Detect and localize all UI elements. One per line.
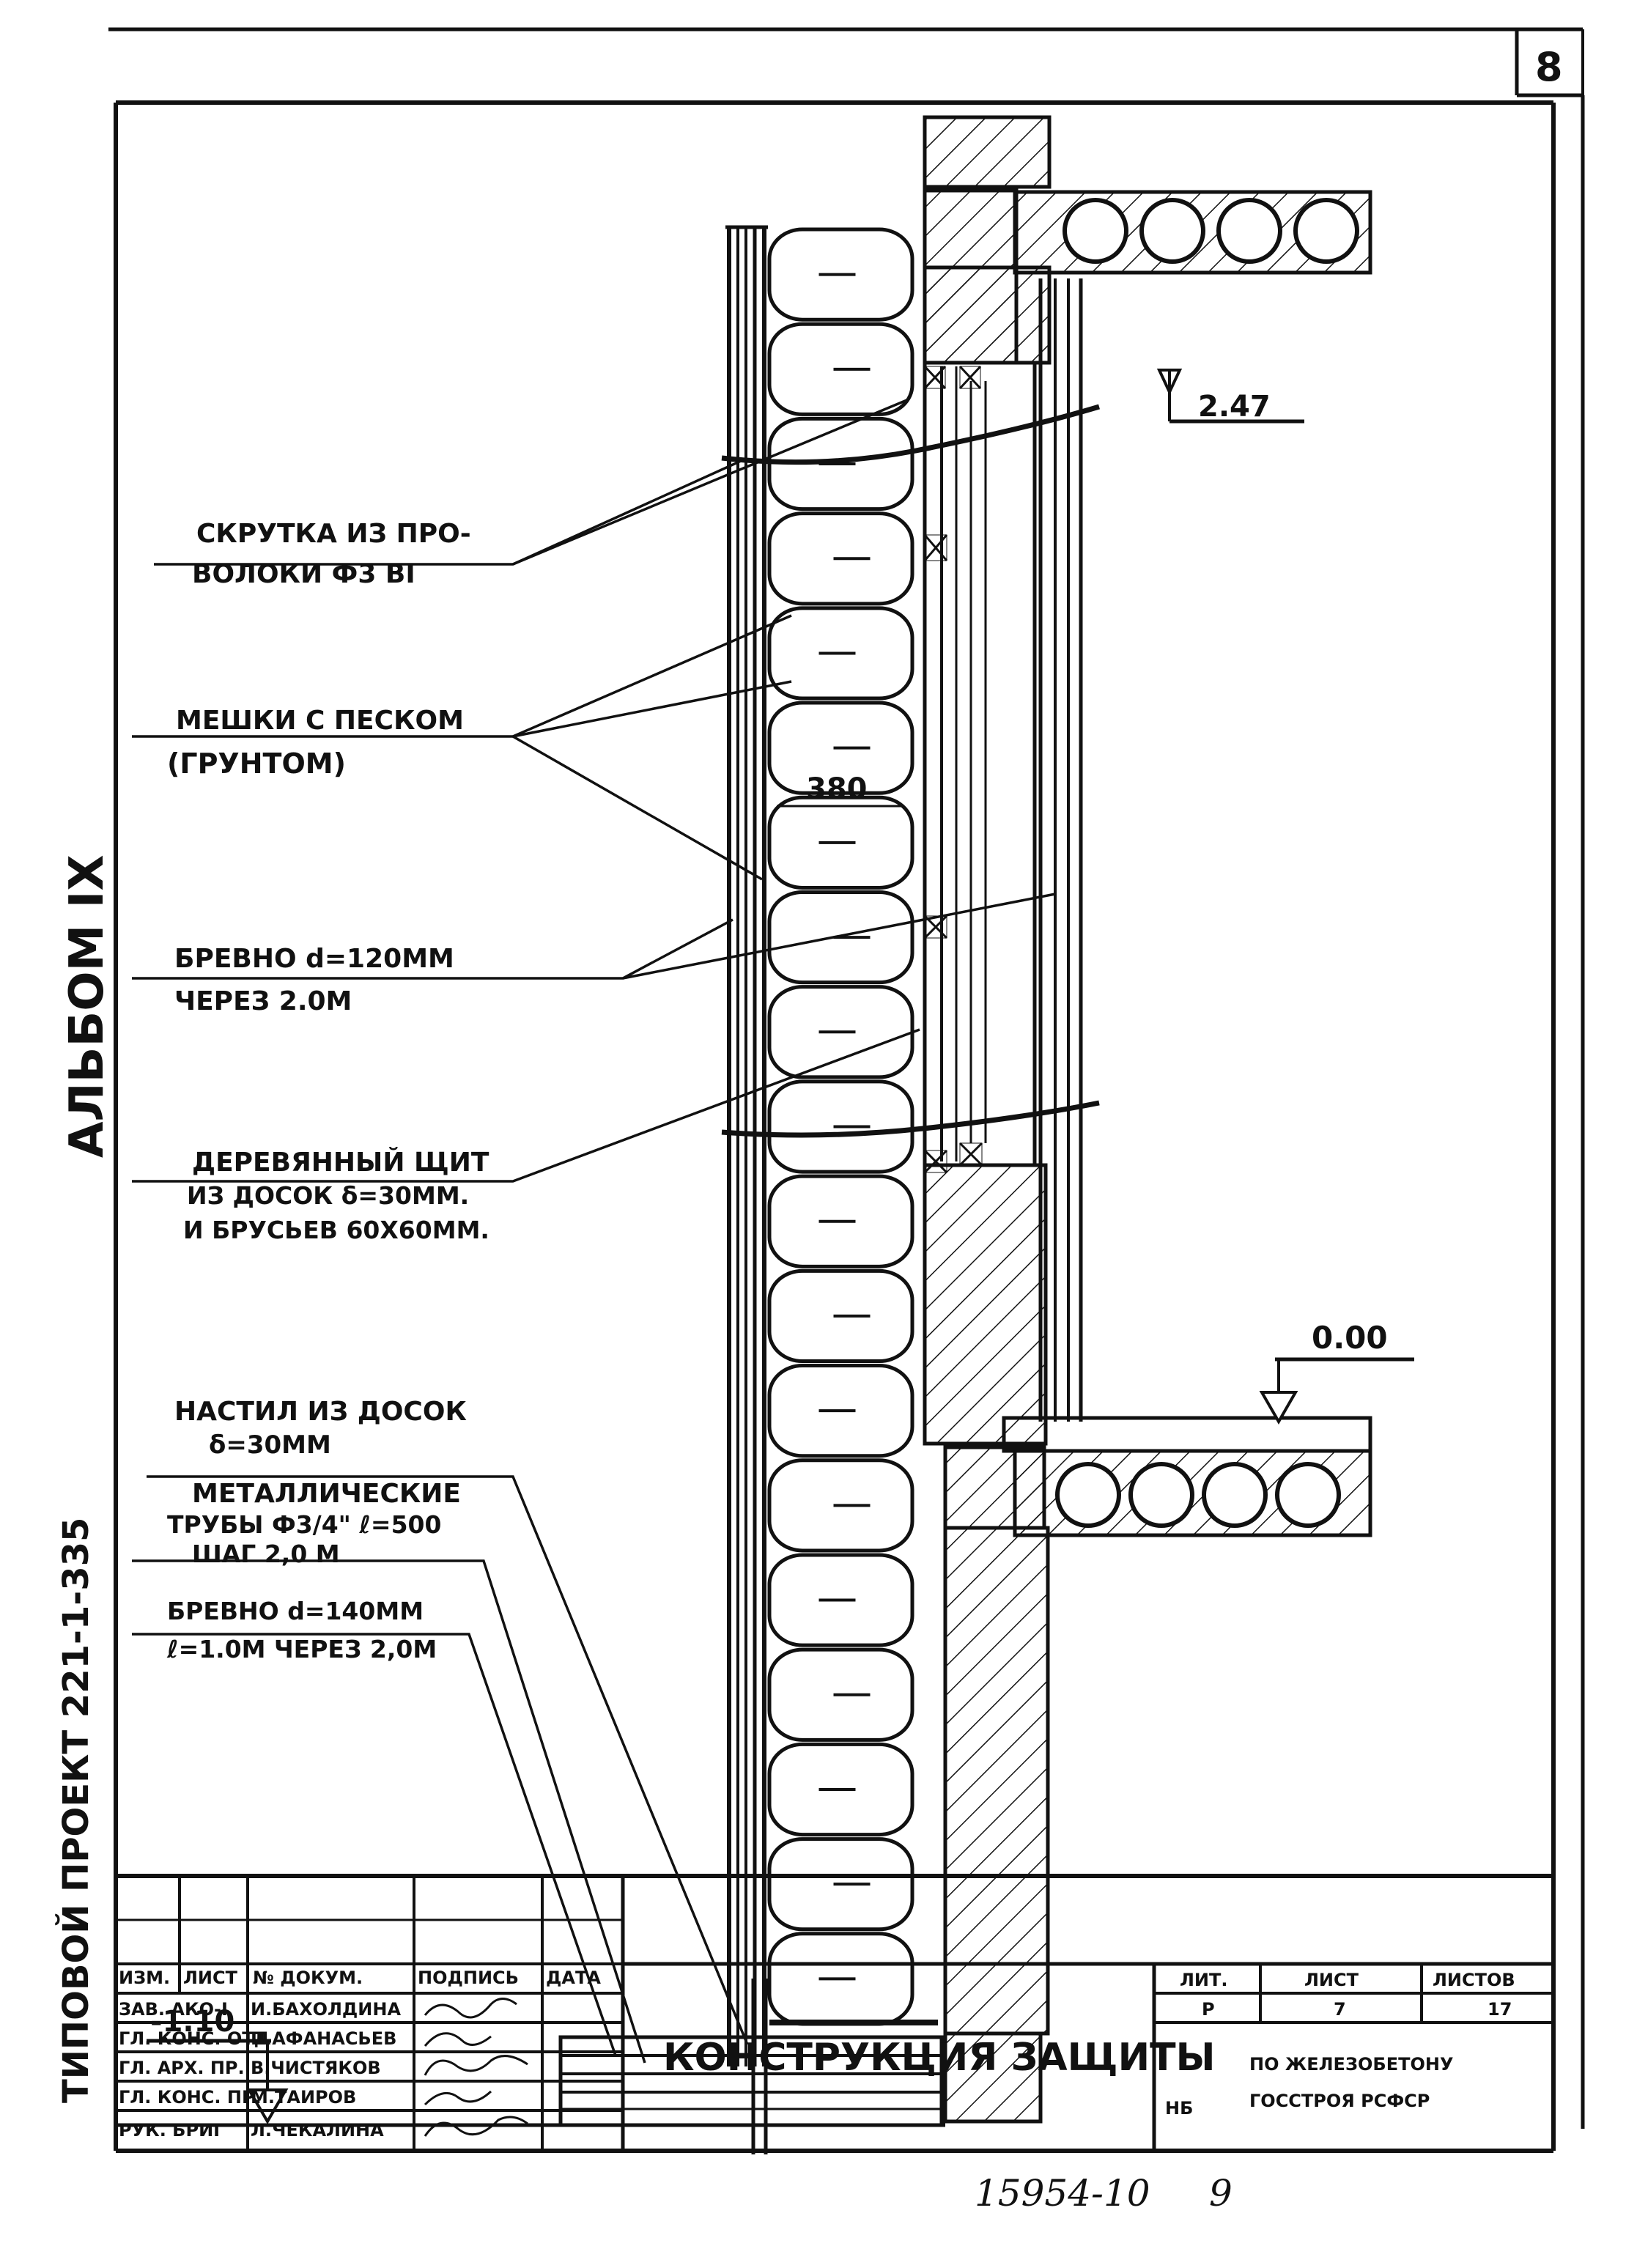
- callout-pipes-line3: ШАГ 2,0 М: [192, 1540, 340, 1568]
- org-mark: НБ: [1165, 2098, 1193, 2119]
- callout-log-line1: БРЕВНО d=120ММ: [174, 944, 454, 974]
- stage-table: ЛИТ. ЛИСТ ЛИСТОВ Р 7 17: [1180, 1970, 1515, 2020]
- title-block-headers: ИЗМ. ЛИСТ № ДОКУМ. ПОДПИСЬ ДАТА: [119, 1968, 601, 1988]
- wire-twist-upper: [721, 404, 1101, 465]
- drawing-title: КОНСТРУКЦИЯ ЗАЩИТЫ: [663, 2036, 1215, 2080]
- organization-block: НБ ПО ЖЕЛЕЗОБЕТОНУ ГОССТРОЯ РСФСР: [1165, 2054, 1453, 2119]
- callout-shield-line3: И БРУСЬЕВ 60Х60ММ.: [183, 1216, 489, 1244]
- project-code: ТИПОВОЙ ПРОЕКТ 221-1-335: [55, 1518, 97, 2103]
- stage-header-sheet: ЛИСТ: [1304, 1970, 1359, 1990]
- window-frame: [923, 278, 1083, 1422]
- callout-wooden-shield: ДЕРЕВЯННЫЙ ЩИТ ИЗ ДОСОК δ=30ММ. И БРУСЬЕ…: [183, 1147, 489, 1244]
- callout-twist-line2: ВОЛОКИ Ф3 ВI: [192, 559, 415, 589]
- title-block-roles: ЗАВ. АКО-I И.БАХОЛДИНА ГЛ. КОНС. ОТД П.А…: [119, 1999, 401, 2140]
- album-label: АЛЬБОМ IX: [60, 854, 114, 1158]
- header-document: № ДОКУМ.: [253, 1968, 363, 1988]
- callout-log-line2: ЧЕРЕЗ 2.0М: [174, 986, 352, 1016]
- header-signature: ПОДПИСЬ: [418, 1968, 519, 1988]
- callout-log: БРЕВНО d=120ММ ЧЕРЕЗ 2.0М: [174, 944, 454, 1016]
- stage-header-lit: ЛИТ.: [1180, 1970, 1228, 1990]
- signatures: [424, 1998, 528, 2137]
- name-row-3: В.ЧИСТЯКОВ: [251, 2058, 381, 2078]
- stage-value-lit: Р: [1202, 1999, 1215, 2020]
- sheet-frame: [108, 27, 1585, 2153]
- callout-deck: НАСТИЛ ИЗ ДОСОК δ=30ММ: [174, 1397, 467, 1460]
- name-row-5: Л.ЧЕКАЛИНА: [251, 2120, 384, 2140]
- role-row-1: ЗАВ. АКО-I: [119, 1999, 228, 2020]
- callout-shield-line1: ДЕРЕВЯННЫЙ ЩИТ: [192, 1147, 489, 1178]
- callout-shield-line2: ИЗ ДОСОК δ=30ММ.: [187, 1181, 469, 1210]
- stage-value-sheet: 7: [1334, 1999, 1346, 2020]
- page-number: 8: [1535, 44, 1563, 90]
- title-block: [116, 1874, 1553, 2151]
- wire-twist-lower: [721, 1100, 1100, 1138]
- footer-sub: 9: [1209, 2172, 1233, 2215]
- role-row-5: РУК. БРИГ: [119, 2120, 224, 2140]
- role-row-2: ГЛ. КОНС. ОТД: [119, 2028, 270, 2049]
- callout-wire-twist: СКРУТКА ИЗ ПРО- ВОЛОКИ Ф3 ВI: [192, 519, 471, 589]
- org-line-2: ГОССТРОЯ РСФСР: [1249, 2091, 1430, 2111]
- role-row-4: ГЛ. КОНС. ПР.: [119, 2087, 262, 2108]
- org-line-1: ПО ЖЕЛЕЗОБЕТОНУ: [1249, 2054, 1453, 2075]
- callout-pipes-line1: МЕТАЛЛИЧЕСКИЕ: [192, 1479, 461, 1509]
- level-mark-top: 2.47: [1156, 369, 1304, 424]
- level-top-value: 2.47: [1198, 390, 1271, 424]
- callout-bags-line2: (ГРУНТОМ): [167, 747, 346, 780]
- level-floor-value: 0.00: [1312, 1320, 1388, 1356]
- callout-pipes-line2: ТРУБЫ Ф3/4" ℓ=500: [167, 1510, 441, 1539]
- hollow-core-slab-lower: [1002, 1416, 1372, 1537]
- callout-deck-line1: НАСТИЛ ИЗ ДОСОК: [174, 1397, 467, 1427]
- role-row-3: ГЛ. АРХ. ПР.: [119, 2058, 245, 2078]
- level-mark-floor: 0.00: [1259, 1320, 1414, 1425]
- header-change: ИЗМ.: [119, 1968, 170, 1988]
- callout-bags-line1: МЕШКИ С ПЕСКОМ: [176, 706, 464, 736]
- callout-log2-line1: БРЕВНО d=140ММ: [167, 1597, 424, 1625]
- vertical-log: [725, 225, 768, 2066]
- leader-lines: [132, 398, 1056, 2064]
- callout-sandbags: МЕШКИ С ПЕСКОМ (ГРУНТОМ): [167, 706, 464, 780]
- header-sheet: ЛИСТ: [183, 1968, 238, 1988]
- bag-width-dimension: 380: [806, 772, 868, 806]
- sandbag-column: [767, 227, 914, 2026]
- name-row-1: И.БАХОЛДИНА: [251, 1999, 401, 2020]
- stage-value-sheets: 17: [1488, 1999, 1512, 2020]
- callout-metal-pipes: МЕТАЛЛИЧЕСКИЕ ТРУБЫ Ф3/4" ℓ=500 ШАГ 2,0 …: [167, 1479, 461, 1568]
- callout-twist-line1: СКРУТКА ИЗ ПРО-: [196, 519, 471, 549]
- callout-deck-line2: δ=30ММ: [209, 1430, 331, 1460]
- footer-number: 15954-10: [975, 2172, 1150, 2215]
- header-date: ДАТА: [546, 1968, 601, 1988]
- name-row-2: П.АФАНАСЬЕВ: [251, 2028, 396, 2049]
- name-row-4: М.ТАИРОВ: [251, 2087, 356, 2108]
- callout-log-base: БРЕВНО d=140ММ ℓ=1.0М ЧЕРЕЗ 2,0М: [166, 1597, 437, 1663]
- stage-header-sheets: ЛИСТОВ: [1433, 1970, 1515, 1990]
- hollow-core-slab-upper: [1013, 190, 1372, 275]
- callout-log2-line2: ℓ=1.0М ЧЕРЕЗ 2,0М: [166, 1635, 437, 1663]
